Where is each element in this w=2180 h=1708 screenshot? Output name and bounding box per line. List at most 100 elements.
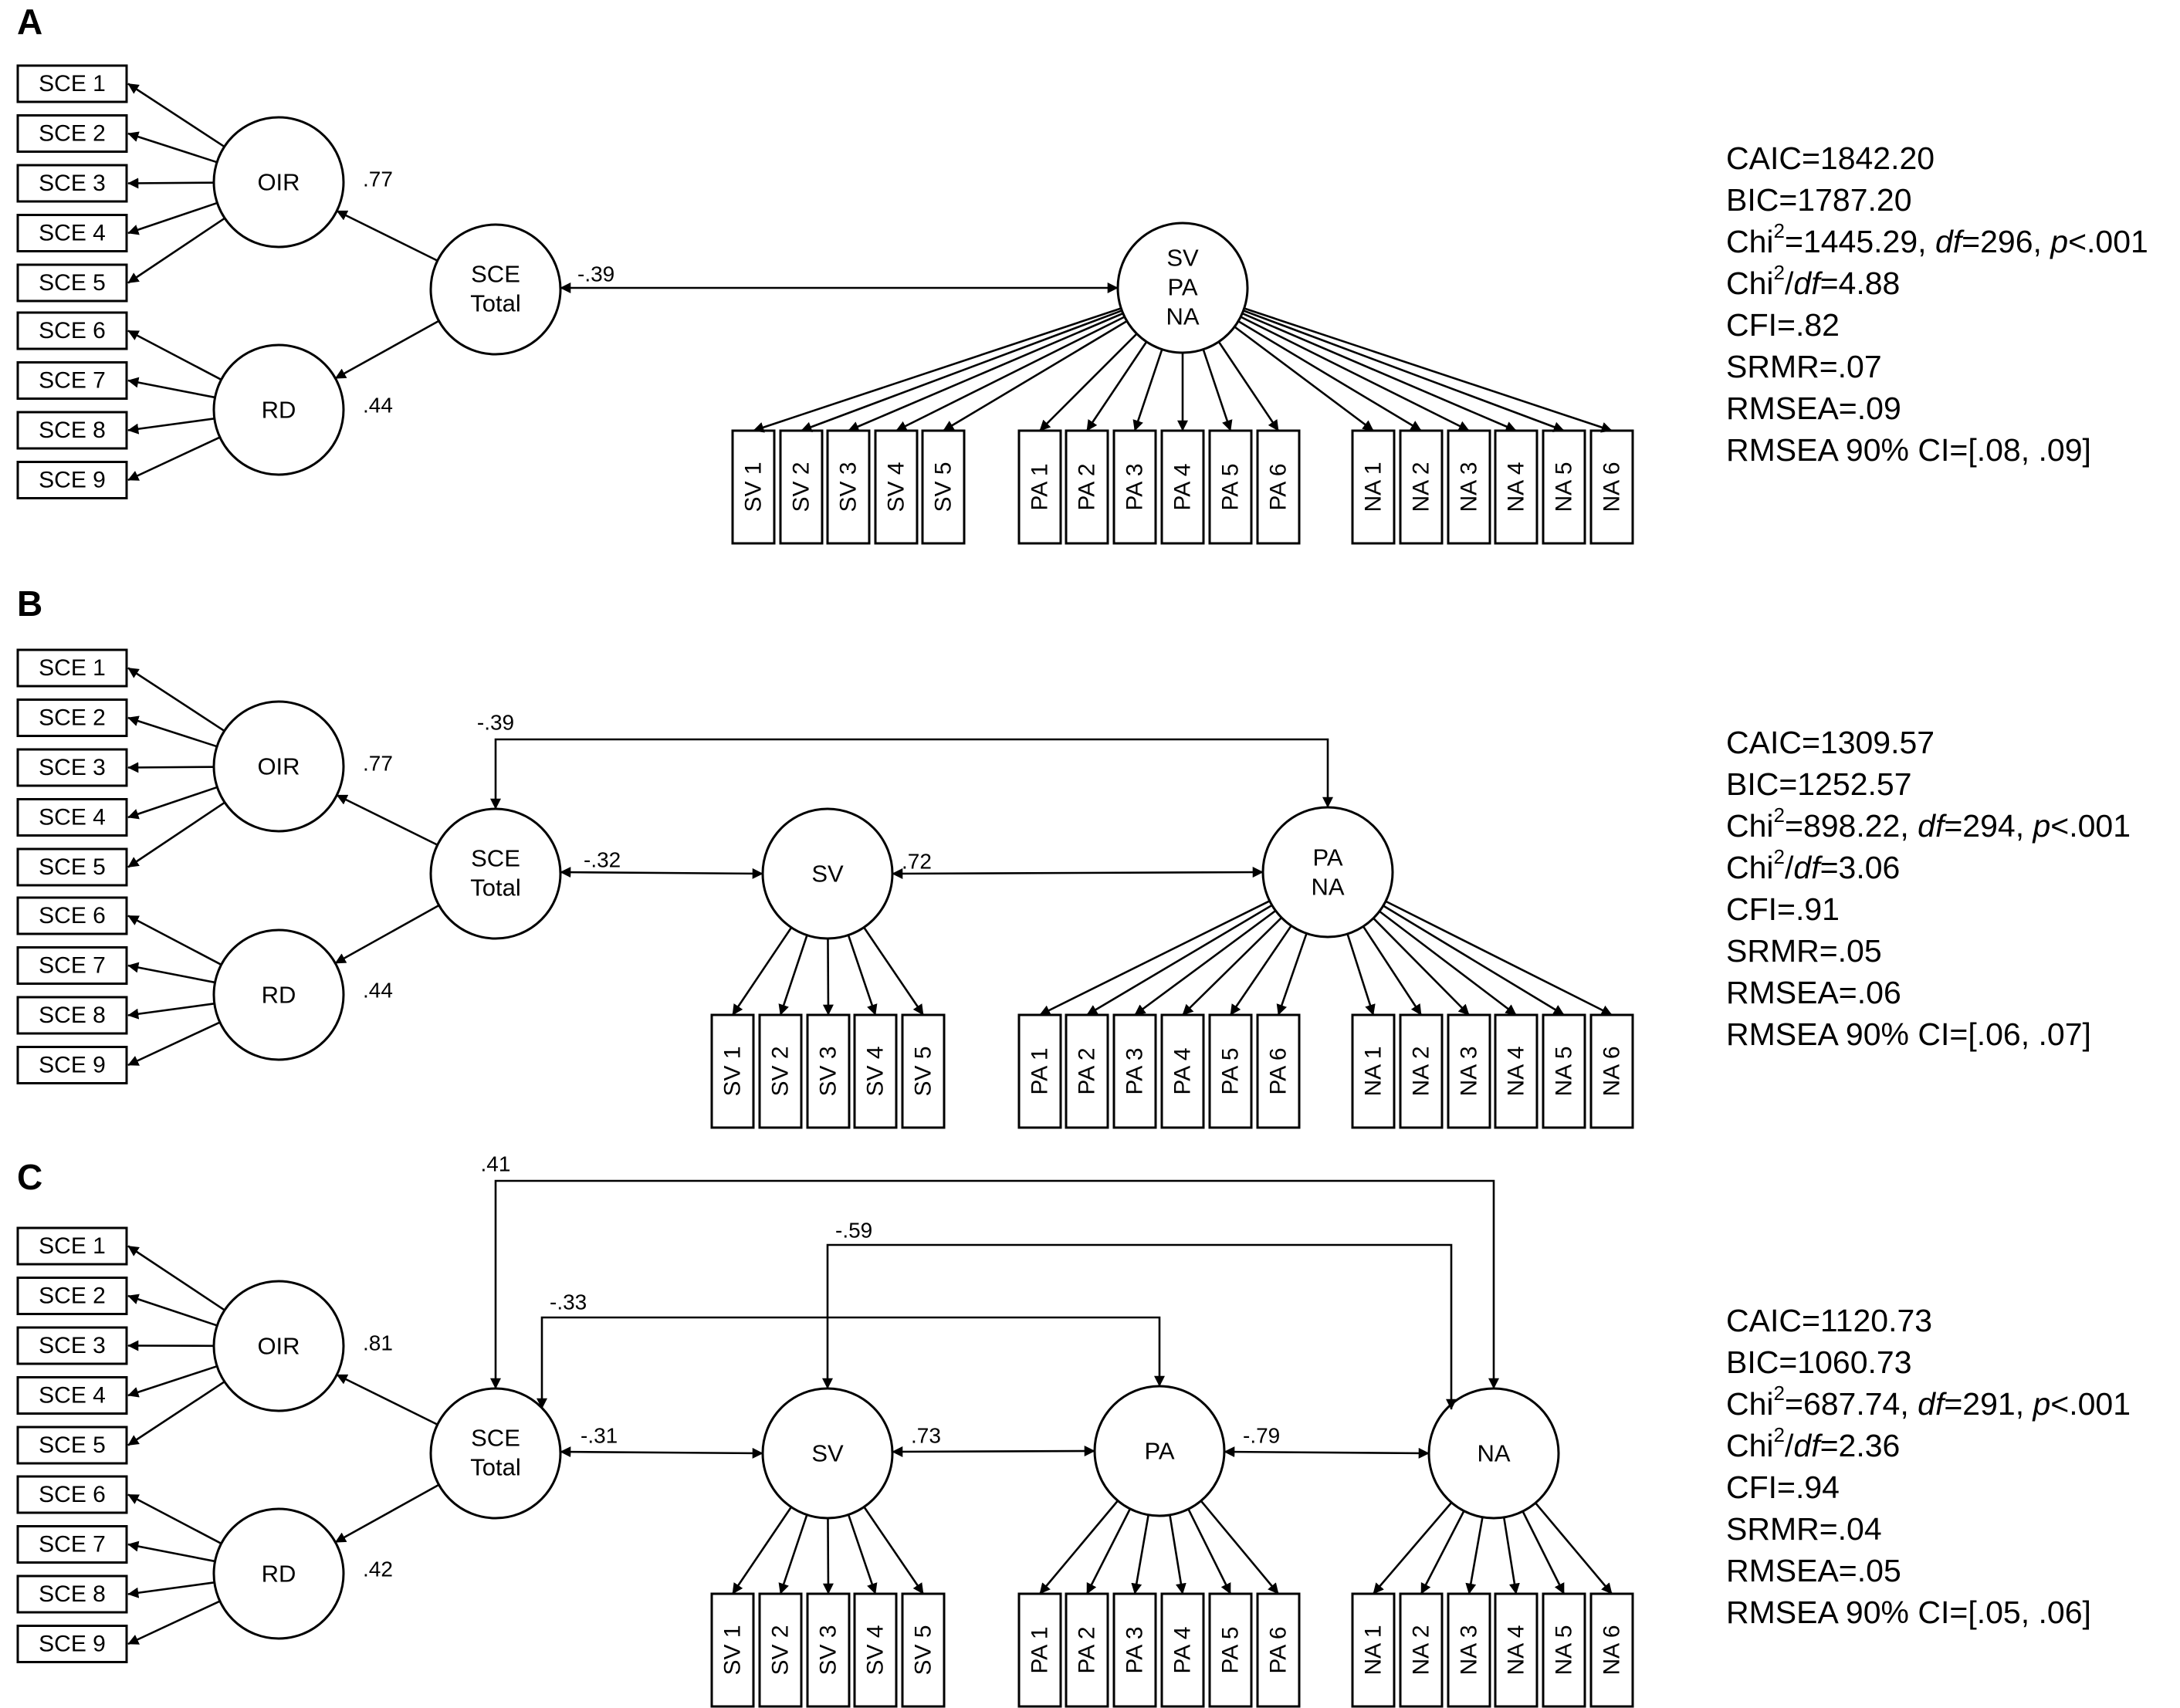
pa-indicator-label: PA 2 — [1075, 463, 1100, 510]
sce-indicator-label: SCE 7 — [39, 1532, 106, 1557]
sce-indicator-box — [16, 1326, 128, 1365]
fit-statistic-part: CFI=.94 — [1726, 1470, 1840, 1505]
fit-statistic-part: SRMR=.04 — [1726, 1511, 1882, 1547]
sce-indicator-label: SCE 2 — [39, 121, 106, 147]
indicator-arrow — [1420, 1510, 1465, 1595]
fit-statistic: BIC=1252.57 — [1726, 766, 1912, 802]
indicator-arrow — [1085, 1508, 1132, 1595]
fit-statistic-part: / — [1785, 850, 1794, 885]
fit-statistic-part: =4.88 — [1820, 266, 1901, 301]
indicator-arrow — [1086, 904, 1273, 1016]
sce-indicator-label: SCE 7 — [39, 368, 106, 394]
latent-sce-total-label: Total — [470, 1454, 520, 1481]
indicator-arrow — [847, 935, 878, 1016]
loading-arrow — [127, 915, 222, 966]
fit-statistic-part: CAIC=1120.73 — [1726, 1303, 1932, 1338]
correlation-bracket — [537, 1316, 1165, 1409]
fit-statistic: BIC=1060.73 — [1726, 1344, 1912, 1380]
fit-statistic-part: df — [1793, 1428, 1823, 1463]
loading-arrow — [127, 217, 225, 284]
pa-indicator-label: PA 5 — [1218, 1626, 1244, 1673]
second-order-arrow-rd — [334, 904, 440, 965]
loading-rd-value: .44 — [363, 979, 393, 1003]
pa-indicator-label: PA 1 — [1027, 1047, 1053, 1094]
fit-statistic-part: BIC=1787.20 — [1726, 182, 1912, 218]
sv-indicator-box — [731, 429, 776, 545]
sce-indicator-box — [16, 64, 128, 103]
latent-rd — [212, 1507, 345, 1640]
fit-statistic: CFI=.91 — [1726, 891, 1840, 927]
na-indicator-label: NA 2 — [1409, 1046, 1434, 1096]
latent-oir — [212, 1280, 345, 1412]
latent-oir — [212, 116, 345, 249]
fit-statistic-part: df — [1918, 808, 1947, 844]
correlation-value: .41 — [481, 1152, 511, 1176]
sce-indicator-label: SCE 5 — [39, 1432, 106, 1458]
fit-statistic-part: 2 — [1774, 219, 1785, 242]
na-indicator-box — [1589, 1013, 1634, 1129]
indicator-arrow — [1039, 1500, 1119, 1595]
correlation-bracket — [490, 1179, 1499, 1389]
fit-statistic-part: =294, — [1944, 808, 2033, 844]
pa-indicator-label: PA 4 — [1170, 1047, 1196, 1094]
pa-indicator-box — [1065, 1592, 1109, 1708]
indicator-arrow — [1362, 925, 1423, 1016]
na-indicator-label: NA 4 — [1504, 1046, 1529, 1096]
panel-letter: A — [17, 2, 42, 42]
second-order-arrow-oir — [336, 210, 438, 262]
fit-statistic: CAIC=1842.20 — [1726, 140, 1935, 176]
pa-indicator-label: PA 2 — [1075, 1626, 1100, 1673]
indicator-arrow — [1385, 900, 1613, 1016]
indicator-arrow — [1237, 320, 1422, 432]
fit-statistic-part: df — [1935, 224, 1965, 259]
indicator-arrow — [1465, 1517, 1484, 1595]
fit-statistic-part: =687.74, — [1785, 1386, 1918, 1422]
pa-indicator-box — [1160, 1013, 1205, 1129]
sv-indicator-label: SV 5 — [931, 462, 956, 512]
fit-statistic-part: p — [2031, 1386, 2050, 1422]
sce-indicator-label: SCE 3 — [39, 171, 106, 196]
fit-statistic-part: df — [1918, 1386, 1947, 1422]
fit-statistic-part: p — [2031, 808, 2050, 844]
latent-rd-label: RD — [262, 397, 296, 424]
fit-statistic-part: p — [2049, 224, 2068, 259]
indicator-arrow — [1085, 341, 1148, 431]
na-indicator-label: NA 5 — [1552, 462, 1577, 512]
indicator-arrow — [1276, 932, 1308, 1016]
sce-indicator-label: SCE 2 — [39, 705, 106, 731]
loading-arrow — [127, 1581, 215, 1598]
sce-indicator-box — [16, 896, 128, 935]
fit-statistic-part: Chi — [1726, 224, 1774, 259]
sce-indicator-box — [16, 1376, 128, 1415]
indicator-arrow — [1182, 916, 1283, 1016]
na-indicator-label: NA 6 — [1599, 1625, 1625, 1675]
fit-statistic: RMSEA=.06 — [1726, 975, 1901, 1010]
sce-indicator-label: SCE 8 — [39, 1581, 106, 1607]
loading-arrow — [127, 1600, 221, 1645]
pa-indicator-label: PA 4 — [1170, 463, 1196, 510]
fit-statistic: CAIC=1120.73 — [1726, 1303, 1932, 1338]
indicator-arrow — [1169, 1514, 1186, 1595]
loading-arrow — [127, 178, 215, 189]
indicator-arrow — [1373, 917, 1470, 1016]
sce-indicator-box — [16, 214, 128, 252]
na-indicator-label: NA 3 — [1457, 1625, 1482, 1675]
sce-indicator-box — [16, 847, 128, 887]
indicator-arrow — [1502, 1517, 1520, 1595]
loading-arrow — [127, 83, 225, 148]
latent-rd — [212, 343, 345, 476]
sce-indicator-label: SCE 4 — [39, 221, 106, 246]
fit-statistic-part: RMSEA=.05 — [1726, 1553, 1901, 1588]
fit-statistic-part: 2 — [1774, 1382, 1785, 1405]
loading-arrow — [127, 1493, 222, 1545]
pa-indicator-label: PA 6 — [1266, 463, 1291, 510]
sce-indicator-label: SCE 8 — [39, 1003, 106, 1028]
sv-indicator-label: SV 4 — [863, 1625, 889, 1675]
indicator-arrow — [1187, 1508, 1232, 1595]
indicator-arrow — [1217, 341, 1280, 431]
second-order-arrow-rd — [334, 320, 440, 380]
indicator-arrow — [1131, 1514, 1149, 1595]
correlation-bracket — [490, 738, 1333, 810]
indicator-arrow — [847, 1514, 878, 1595]
na-indicator-box — [1447, 1592, 1491, 1708]
